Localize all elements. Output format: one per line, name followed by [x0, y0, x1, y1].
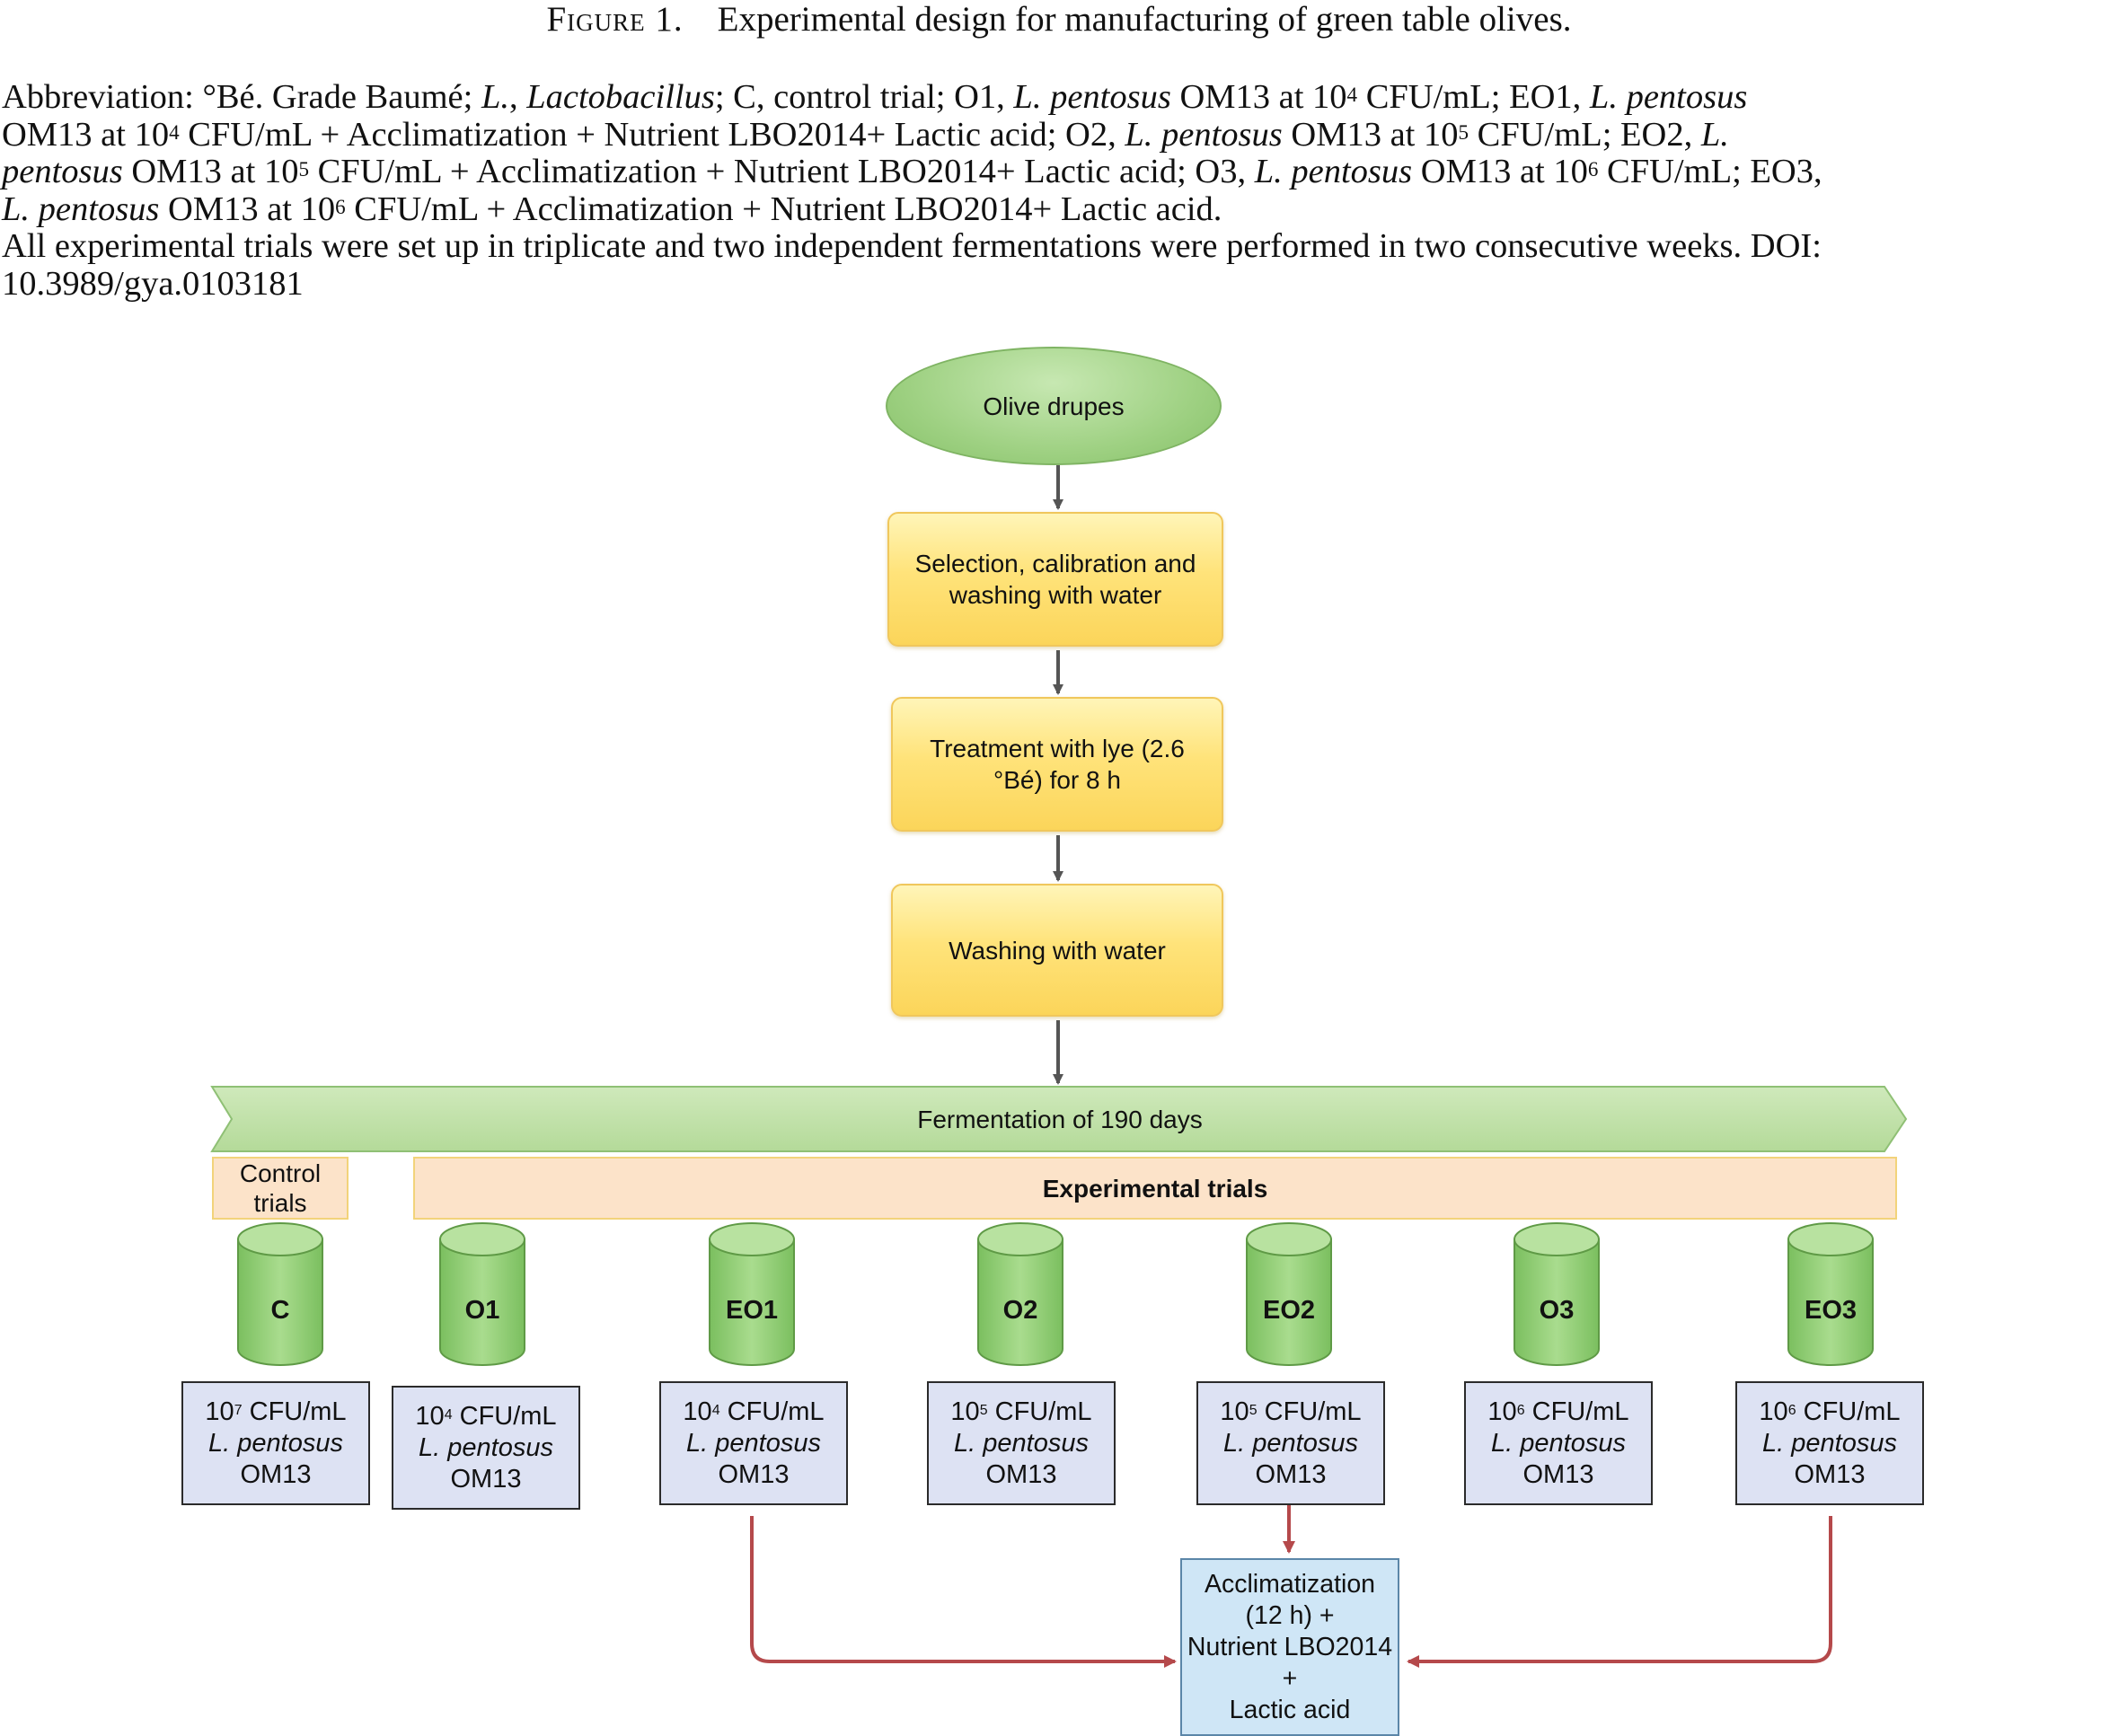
trial-strain: OM13: [240, 1459, 312, 1489]
lye-line-2: °Bé) for 8 h: [993, 766, 1121, 794]
legend-line-2: OM13 at 104 CFU/mL + Acclimatization + N…: [2, 115, 1729, 154]
accl-line-5: Lactic acid: [1229, 1695, 1351, 1724]
olive-drupes-label: Olive drupes: [983, 392, 1125, 420]
cylinder-eo2: EO2: [1246, 1222, 1332, 1366]
cylinder-label-o1: O1: [465, 1296, 500, 1325]
acclimatization-box: Acclimatization (12 h) + Nutrient LBO201…: [1180, 1558, 1399, 1736]
cylinder-label-eo2: EO2: [1263, 1296, 1315, 1325]
trial-species: L. pentosus: [419, 1432, 553, 1462]
experimental-label: Experimental trials: [1042, 1174, 1268, 1203]
trial-strain: OM13: [718, 1459, 790, 1489]
trial-strain: OM13: [1255, 1459, 1327, 1489]
cylinder-o3: O3: [1513, 1222, 1600, 1366]
lye-treatment-step: Treatment with lye (2.6 °Bé) for 8 h: [891, 697, 1223, 832]
trial-strain: OM13: [1794, 1459, 1866, 1489]
control-trials-box: Control trials: [212, 1157, 349, 1220]
trial-species: L. pentosus: [1223, 1428, 1358, 1458]
olive-drupes-node: Olive drupes: [886, 347, 1222, 465]
legend-note: All experimental trials were set up in t…: [2, 227, 1822, 265]
accl-line-4: +: [1282, 1663, 1298, 1693]
accl-line-3: Nutrient LBO2014: [1187, 1632, 1393, 1661]
trial-concentration: 106 CFU/mL: [1487, 1397, 1629, 1426]
figure-caption: Figure 1. Experimental design for manufac…: [0, 0, 2118, 40]
red-arrow-eo1: [750, 1516, 1177, 1668]
accl-line-1: Acclimatization: [1204, 1569, 1376, 1599]
cylinder-group: C O1 EO1 O2 EO2 O3 EO3: [237, 1222, 1874, 1366]
legend-line-3: pentosus OM13 at 105 CFU/mL + Acclimatiz…: [2, 153, 1822, 190]
cylinder-label-eo1: EO1: [726, 1296, 778, 1325]
trial-species: L. pentosus: [686, 1428, 821, 1458]
red-arrow-eo3: [1407, 1516, 1832, 1668]
trial-concentration: 104 CFU/mL: [415, 1401, 557, 1431]
cylinder-o2: O2: [977, 1222, 1063, 1366]
control-line-1: Control: [239, 1159, 322, 1187]
cylinder-label-o2: O2: [1003, 1296, 1038, 1325]
experimental-trials-box: Experimental trials: [413, 1157, 1897, 1220]
cylinder-label-o3: O3: [1540, 1296, 1575, 1325]
figure-legend: Abbreviation: °Bé. Grade Baumé; L., Lact…: [2, 78, 2095, 303]
selection-line-1: Selection, calibration and: [914, 550, 1196, 577]
trial-species: L. pentosus: [1491, 1428, 1626, 1458]
trial-strain: OM13: [450, 1464, 522, 1494]
lye-line-1: Treatment with lye (2.6: [930, 735, 1185, 762]
accl-line-2: (12 h) +: [1245, 1600, 1335, 1630]
trial-concentration: 107 CFU/mL: [205, 1397, 347, 1426]
trial-strain: OM13: [985, 1459, 1057, 1489]
trial-concentration: 104 CFU/mL: [683, 1397, 825, 1426]
fermentation-text: Fermentation of 190 days: [917, 1105, 1203, 1133]
trial-concentration: 105 CFU/mL: [1220, 1397, 1362, 1426]
washing-label: Washing with water: [949, 936, 1166, 965]
selection-step: Selection, calibration and washing with …: [887, 512, 1223, 647]
trial-concentration: 105 CFU/mL: [950, 1397, 1092, 1426]
fermentation-label: Fermentation of 190 days: [234, 1087, 1886, 1151]
selection-line-2: washing with water: [949, 581, 1162, 609]
cylinder-label-eo3: EO3: [1805, 1296, 1857, 1325]
legend-doi: 10.3989/gya.0103181: [2, 264, 304, 303]
cylinder-eo1: EO1: [709, 1222, 795, 1366]
figure-label: Figure 1.: [546, 0, 684, 39]
cylinder-c: C: [237, 1222, 323, 1366]
washing-step: Washing with water: [891, 884, 1223, 1017]
cylinder-eo3: EO3: [1787, 1222, 1874, 1366]
fermentation-banner: [210, 1086, 1908, 1152]
control-line-2: trials: [253, 1189, 307, 1217]
trial-species: L. pentosus: [954, 1428, 1089, 1458]
cylinder-label-c: C: [271, 1296, 290, 1325]
trial-species: L. pentosus: [1762, 1428, 1897, 1458]
trial-concentration: 106 CFU/mL: [1759, 1397, 1901, 1426]
trial-strain: OM13: [1522, 1459, 1594, 1489]
cylinder-o1: O1: [439, 1222, 525, 1366]
legend-line-1: Abbreviation: °Bé. Grade Baumé; L., Lact…: [2, 78, 1748, 116]
trial-species: L. pentosus: [208, 1428, 343, 1458]
legend-line-4: L. pentosus OM13 at 106 CFU/mL + Acclima…: [2, 189, 1222, 228]
figure-title: Experimental design for manufacturing of…: [717, 0, 1572, 39]
